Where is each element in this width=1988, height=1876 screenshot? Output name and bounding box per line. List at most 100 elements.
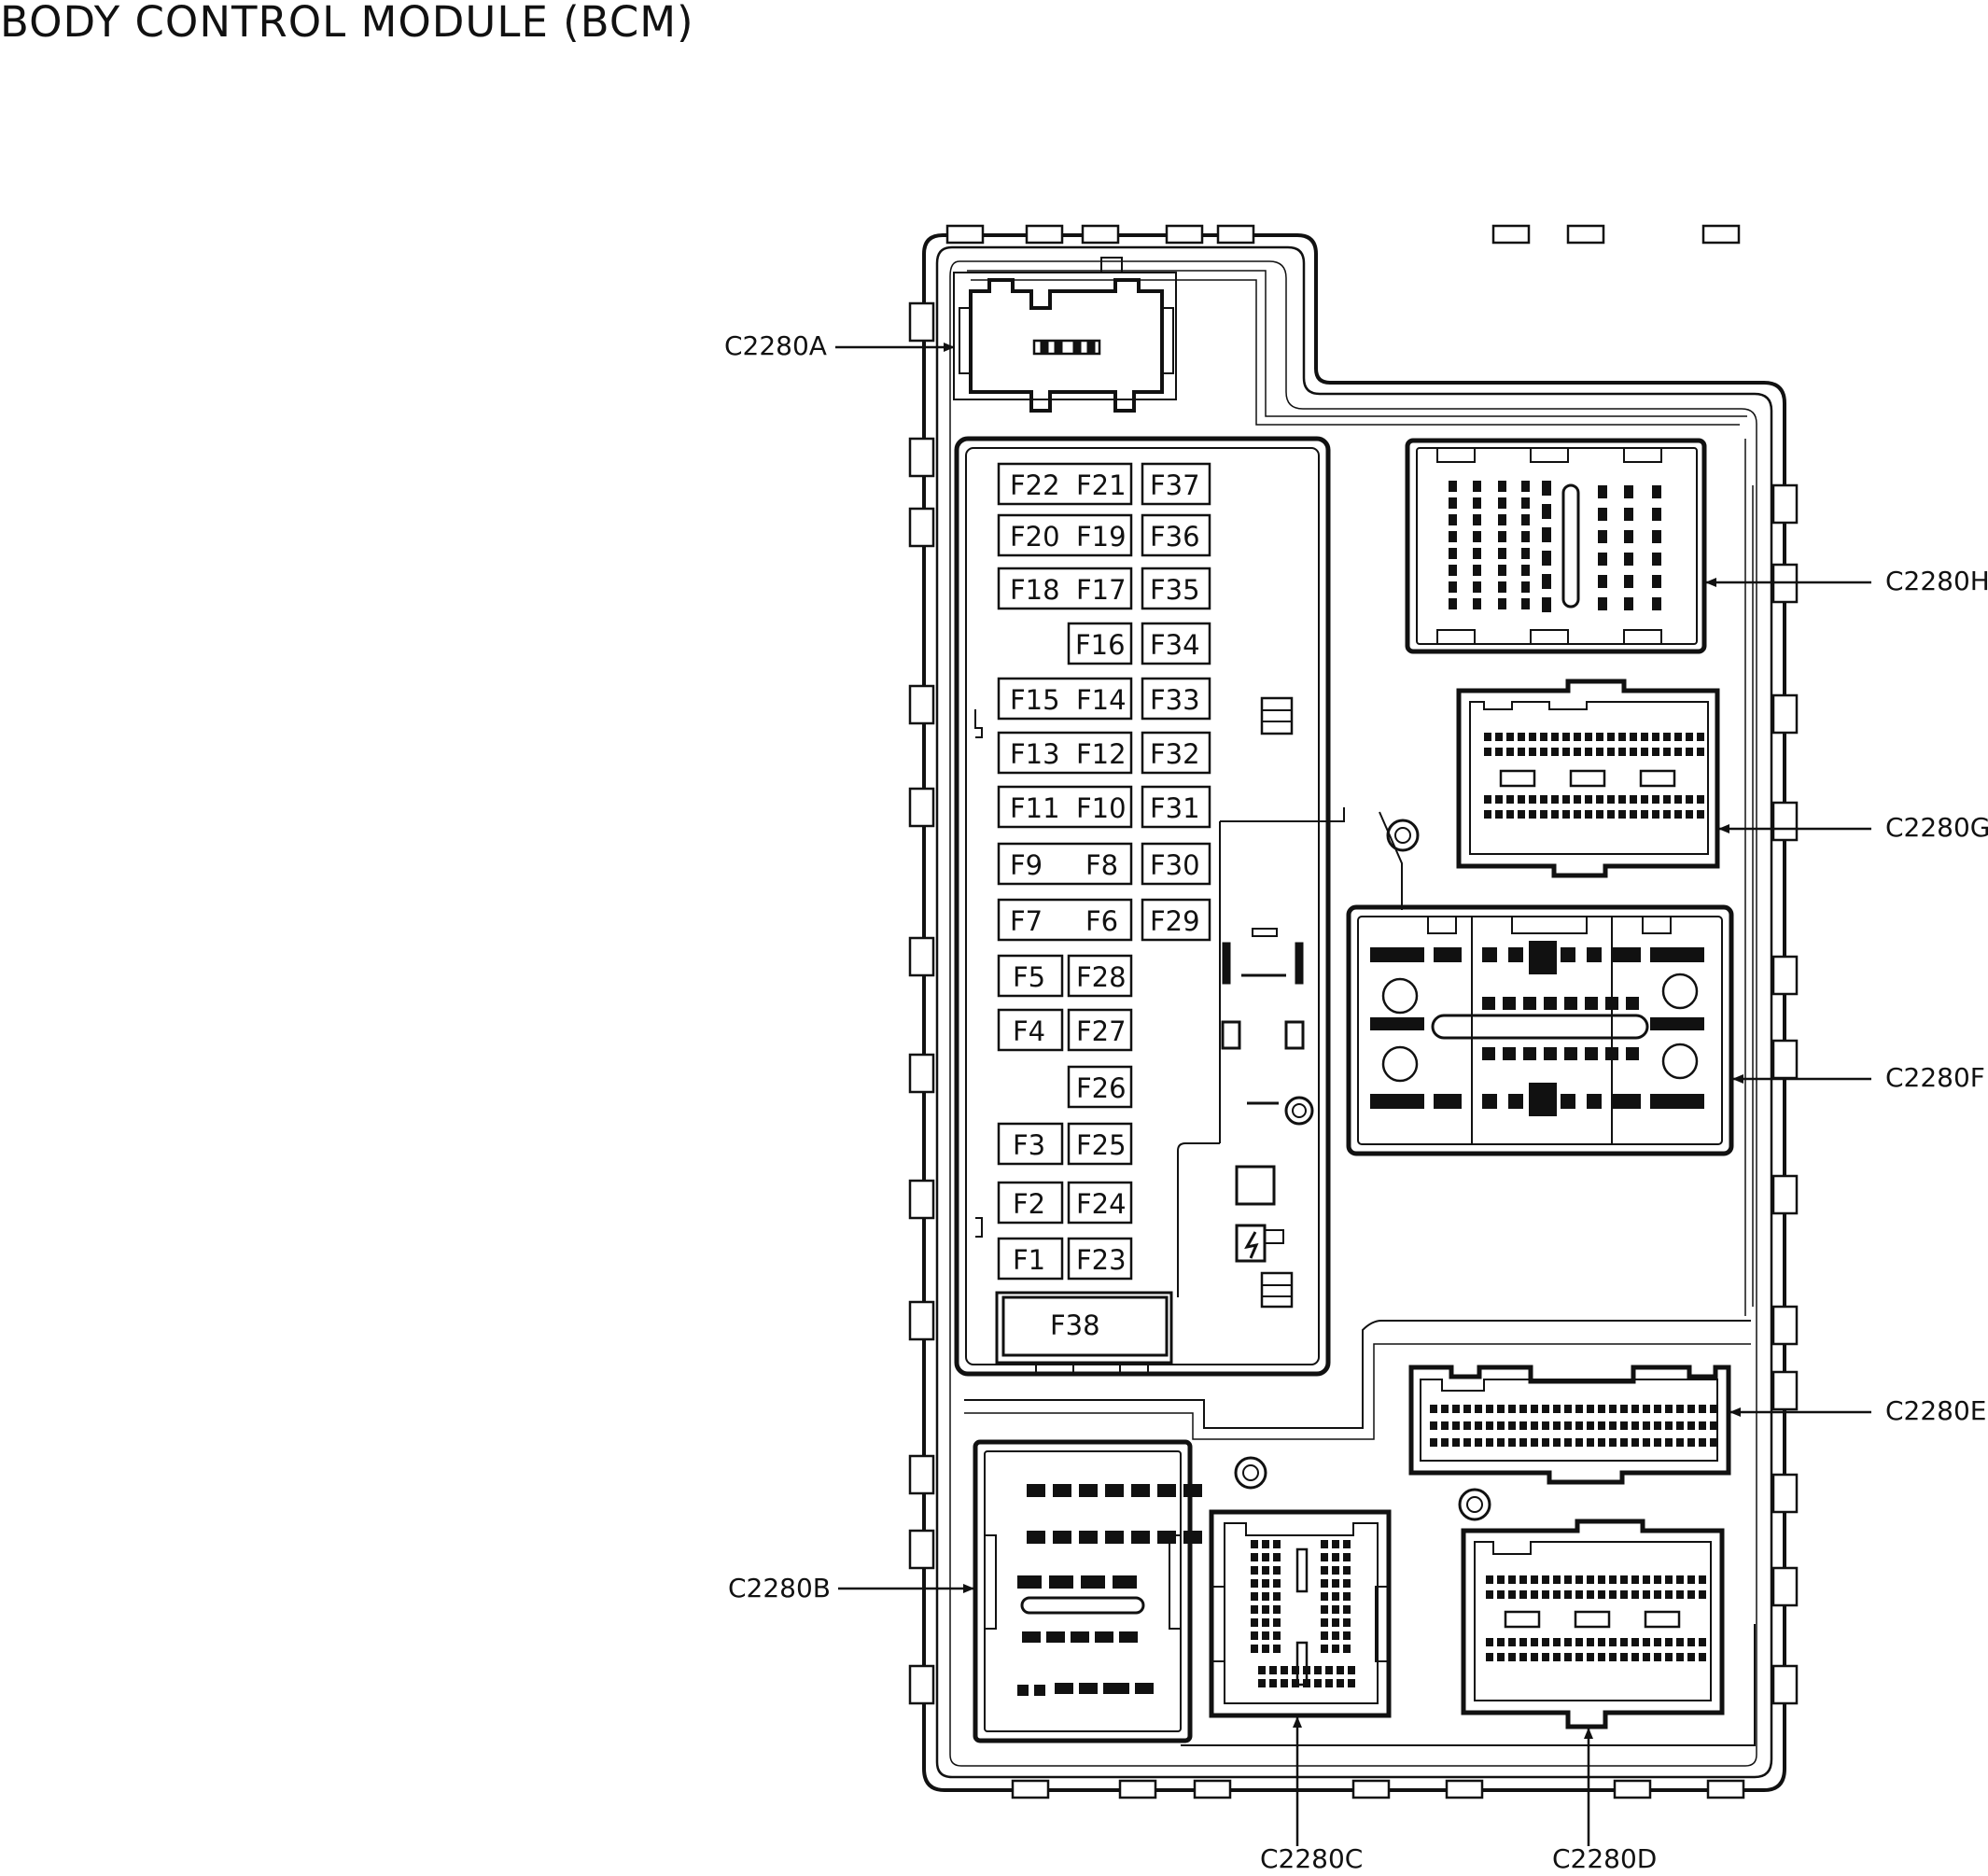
pin	[1562, 748, 1570, 756]
pin	[1262, 1605, 1269, 1614]
pin	[1521, 497, 1530, 509]
pin	[1473, 531, 1481, 542]
pin	[1473, 497, 1481, 509]
housing-clip	[908, 301, 935, 343]
pin	[1587, 1590, 1594, 1599]
pin	[1575, 1438, 1583, 1447]
pin	[1676, 1653, 1684, 1661]
fuse-f17: F17	[1076, 574, 1127, 606]
pin	[1473, 598, 1481, 609]
pin	[1027, 1531, 1045, 1544]
pin	[1652, 485, 1661, 498]
housing-clip	[908, 1179, 935, 1220]
fuse-f32: F32	[1150, 738, 1200, 770]
pin	[1251, 1605, 1258, 1614]
pin	[1564, 1421, 1572, 1430]
pin	[1531, 1653, 1538, 1661]
pin	[1482, 1047, 1495, 1060]
pin	[1609, 1590, 1617, 1599]
pin	[1251, 1540, 1258, 1548]
pin	[1663, 733, 1671, 741]
pin	[1641, 733, 1648, 741]
pin	[1529, 733, 1536, 741]
pin	[1562, 795, 1570, 804]
pin	[1542, 1590, 1549, 1599]
pin	[1292, 1679, 1299, 1687]
pin	[1251, 1631, 1258, 1640]
pin	[1598, 1638, 1605, 1646]
fuse-f22: F22	[1010, 469, 1060, 501]
fuse-f12: F12	[1076, 738, 1127, 770]
pin	[1699, 1575, 1706, 1584]
pin	[1697, 810, 1704, 819]
fuse-f35: F35	[1150, 574, 1200, 606]
pin	[1486, 1405, 1493, 1413]
pin	[1553, 1405, 1561, 1413]
pin	[1587, 1094, 1602, 1109]
pin	[1434, 947, 1462, 962]
pin	[1626, 997, 1639, 1010]
pin	[1521, 581, 1530, 593]
fuse-f11: F11	[1010, 792, 1060, 824]
pin	[1449, 565, 1457, 576]
pin	[1665, 1590, 1673, 1599]
pin	[1643, 1421, 1650, 1430]
pin	[1521, 598, 1530, 609]
pin	[1484, 795, 1491, 804]
pin	[1665, 1421, 1673, 1430]
pin	[1498, 531, 1506, 542]
pin	[1332, 1631, 1339, 1640]
pin	[1596, 748, 1603, 756]
pin	[1531, 1405, 1538, 1413]
pin	[1251, 1618, 1258, 1627]
pin	[1321, 1566, 1328, 1575]
housing-clip	[1771, 1174, 1799, 1215]
pin	[1343, 1605, 1351, 1614]
pin	[1699, 1438, 1706, 1447]
pin	[1269, 1666, 1277, 1674]
pin	[1564, 1590, 1572, 1599]
housing-clip	[908, 1529, 935, 1570]
pin	[1598, 1575, 1605, 1584]
pin	[1561, 1094, 1575, 1109]
pin	[1273, 1592, 1281, 1601]
pin	[1564, 1405, 1572, 1413]
pin	[1618, 795, 1626, 804]
pin	[1523, 1047, 1536, 1060]
pin	[1605, 1047, 1618, 1060]
pin	[1652, 597, 1661, 610]
fuse-f1: F1	[1013, 1244, 1045, 1276]
pin	[1574, 795, 1581, 804]
pin	[1273, 1540, 1281, 1548]
pin	[1273, 1631, 1281, 1640]
pin	[1503, 997, 1516, 1010]
pin	[1079, 1683, 1098, 1694]
pin	[1665, 1653, 1673, 1661]
pin	[1587, 1438, 1594, 1447]
pin	[1574, 733, 1581, 741]
pin	[1542, 1638, 1549, 1646]
pin	[1314, 1679, 1322, 1687]
pin	[1337, 1679, 1344, 1687]
pin	[1343, 1540, 1351, 1548]
pin	[1343, 1592, 1351, 1601]
pin	[1105, 1531, 1124, 1544]
pin	[1587, 1638, 1594, 1646]
pin	[1654, 1405, 1661, 1413]
leader-arrows	[835, 343, 1871, 1846]
housing-clip	[1771, 955, 1799, 996]
pin	[1321, 1605, 1328, 1614]
pin	[1498, 598, 1506, 609]
pin	[1508, 1094, 1523, 1109]
fuse-f9: F9	[1010, 849, 1043, 881]
pin	[1587, 1421, 1594, 1430]
pin	[1531, 1438, 1538, 1447]
pin	[1135, 1683, 1154, 1694]
pin	[1273, 1579, 1281, 1588]
label-c2280b: C2280B	[728, 1573, 832, 1603]
pin	[1111, 1683, 1129, 1694]
pin	[1587, 1405, 1594, 1413]
pin	[1542, 1438, 1549, 1447]
pin	[1519, 1405, 1527, 1413]
housing-clip	[1445, 1779, 1484, 1799]
